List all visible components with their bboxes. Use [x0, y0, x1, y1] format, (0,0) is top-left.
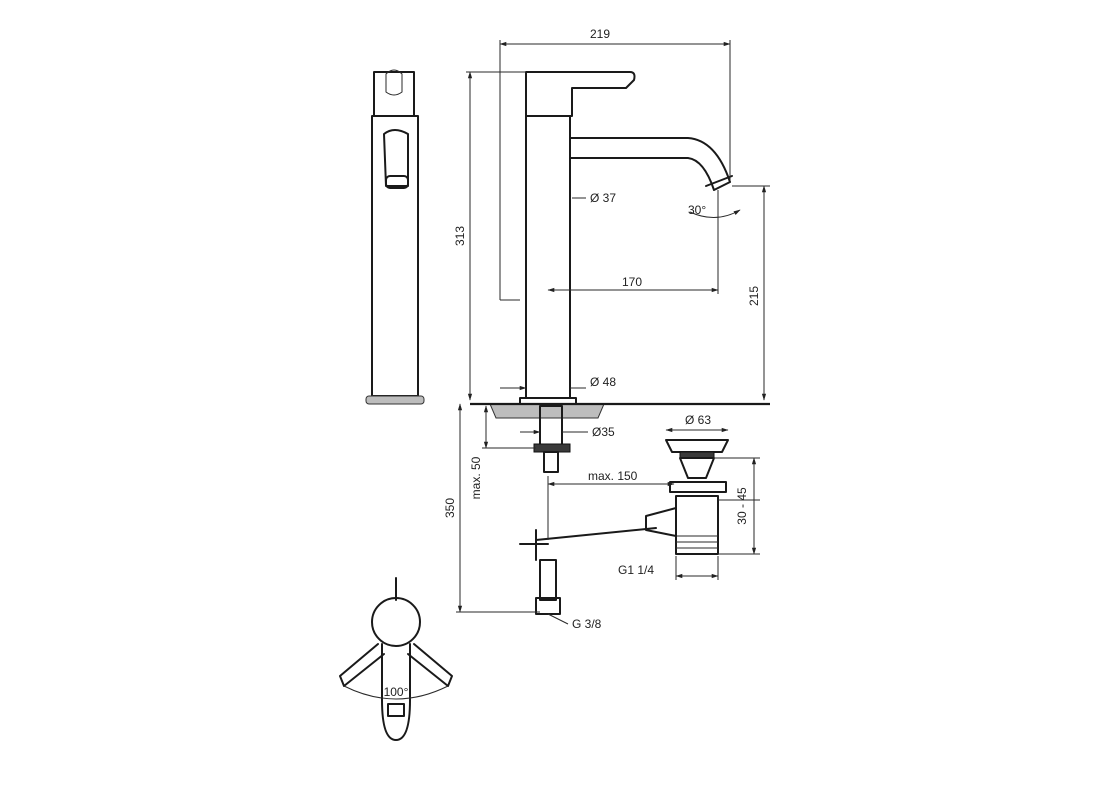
- top-spout-outlet: [387, 703, 405, 717]
- mixer-body: [525, 115, 571, 399]
- flex-hose: [539, 559, 557, 601]
- spout-outlet: [705, 175, 733, 187]
- label-waste-thread: G1 1/4: [618, 563, 654, 577]
- label-spout-angle: 30°: [688, 203, 706, 217]
- label-below-deck-length: 350: [443, 498, 457, 518]
- label-rod-length: max. 150: [588, 469, 638, 483]
- label-lever-rotation: 100°: [384, 685, 409, 699]
- waste-body: [675, 495, 719, 555]
- label-supply-thread: G 3/8: [572, 617, 602, 631]
- waste-flange-nut: [669, 481, 727, 493]
- waste-pivot-arm: [645, 507, 677, 537]
- label-spout-reach: 170: [622, 275, 642, 289]
- fixing-nut: [533, 443, 571, 453]
- pop-up-rod: [535, 527, 657, 541]
- top-view: [339, 577, 453, 741]
- top-lever-right: [407, 643, 453, 687]
- rotation-arc: [343, 685, 449, 700]
- dimension-labels: 219 313 Ø 37 170 30° 215 Ø 48 Ø35 max. 5…: [384, 27, 761, 699]
- side-aerator: [385, 175, 409, 189]
- top-spout: [381, 643, 411, 741]
- front-view: [470, 71, 770, 615]
- waste-throat: [679, 457, 715, 479]
- label-shank-diameter: Ø35: [592, 425, 615, 439]
- pop-up-waste: [645, 439, 729, 555]
- side-lever-slot: [385, 69, 403, 96]
- label-waste-adjust: 30 - 45: [735, 487, 749, 525]
- label-waste-diameter: Ø 63: [685, 413, 711, 427]
- spout: [569, 137, 731, 191]
- waste-thread-lines: [676, 535, 718, 549]
- label-overall-width: 219: [590, 27, 610, 41]
- side-lever: [373, 71, 415, 117]
- label-body-diameter: Ø 37: [590, 191, 616, 205]
- side-view: [365, 69, 425, 405]
- top-lever-left: [339, 643, 385, 687]
- side-base-plate: [365, 395, 425, 405]
- shank-stub: [543, 451, 559, 473]
- label-outlet-height: 215: [747, 286, 761, 306]
- side-body: [371, 115, 419, 397]
- dimension-lines: [456, 40, 770, 625]
- lever-handle: [525, 71, 636, 117]
- top-body-circle: [371, 597, 421, 647]
- waste-plug: [665, 439, 729, 453]
- label-overall-height: 313: [453, 226, 467, 246]
- label-deck-thickness: max. 50: [469, 456, 483, 499]
- label-base-diameter: Ø 48: [590, 375, 616, 389]
